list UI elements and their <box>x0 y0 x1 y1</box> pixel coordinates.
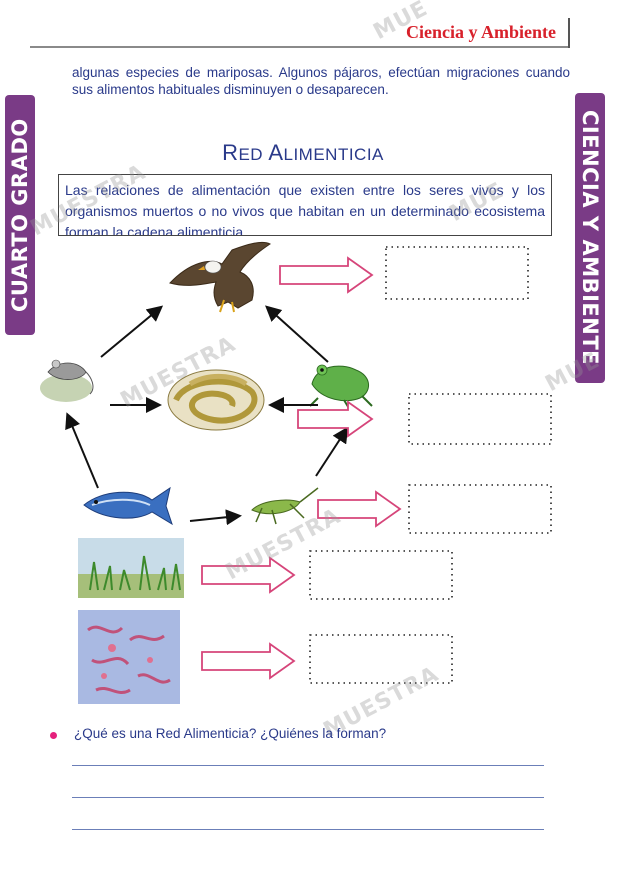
answer-line[interactable] <box>72 829 544 830</box>
title-letter-r: R <box>222 140 239 165</box>
header-title: Ciencia y Ambiente <box>406 22 556 42</box>
pink-arrows <box>201 256 402 680</box>
question-text: ¿Qué es una Red Alimenticia? ¿Quiénes la… <box>74 726 387 741</box>
title-rest-ed: ED <box>238 145 269 164</box>
section-title: RED ALIMENTICIA <box>0 140 606 166</box>
title-letter-a: A <box>268 140 284 165</box>
header-divider <box>568 18 570 48</box>
fish-icon <box>83 486 173 526</box>
dotted-answer-boxes <box>309 246 552 684</box>
frog-icon <box>309 364 373 411</box>
question-bullet <box>50 732 57 739</box>
snake-icon <box>167 369 265 431</box>
decomposers-icon <box>78 610 180 704</box>
definition-box: Las relaciones de alimentación que exist… <box>58 174 552 236</box>
eagle-icon <box>169 241 271 313</box>
intro-paragraph: algunas especies de mariposas. Algunos p… <box>72 65 570 97</box>
title-rest-alimenticia: LIMENTICIA <box>283 145 384 164</box>
right-side-tab: CIENCIA Y AMBIENTE <box>575 93 605 383</box>
answer-line[interactable] <box>72 797 544 798</box>
header-rule <box>30 46 570 48</box>
mouse-icon <box>40 359 94 402</box>
grasshopper-icon <box>251 487 319 525</box>
grass-icon <box>78 538 184 598</box>
answer-line[interactable] <box>72 765 544 766</box>
